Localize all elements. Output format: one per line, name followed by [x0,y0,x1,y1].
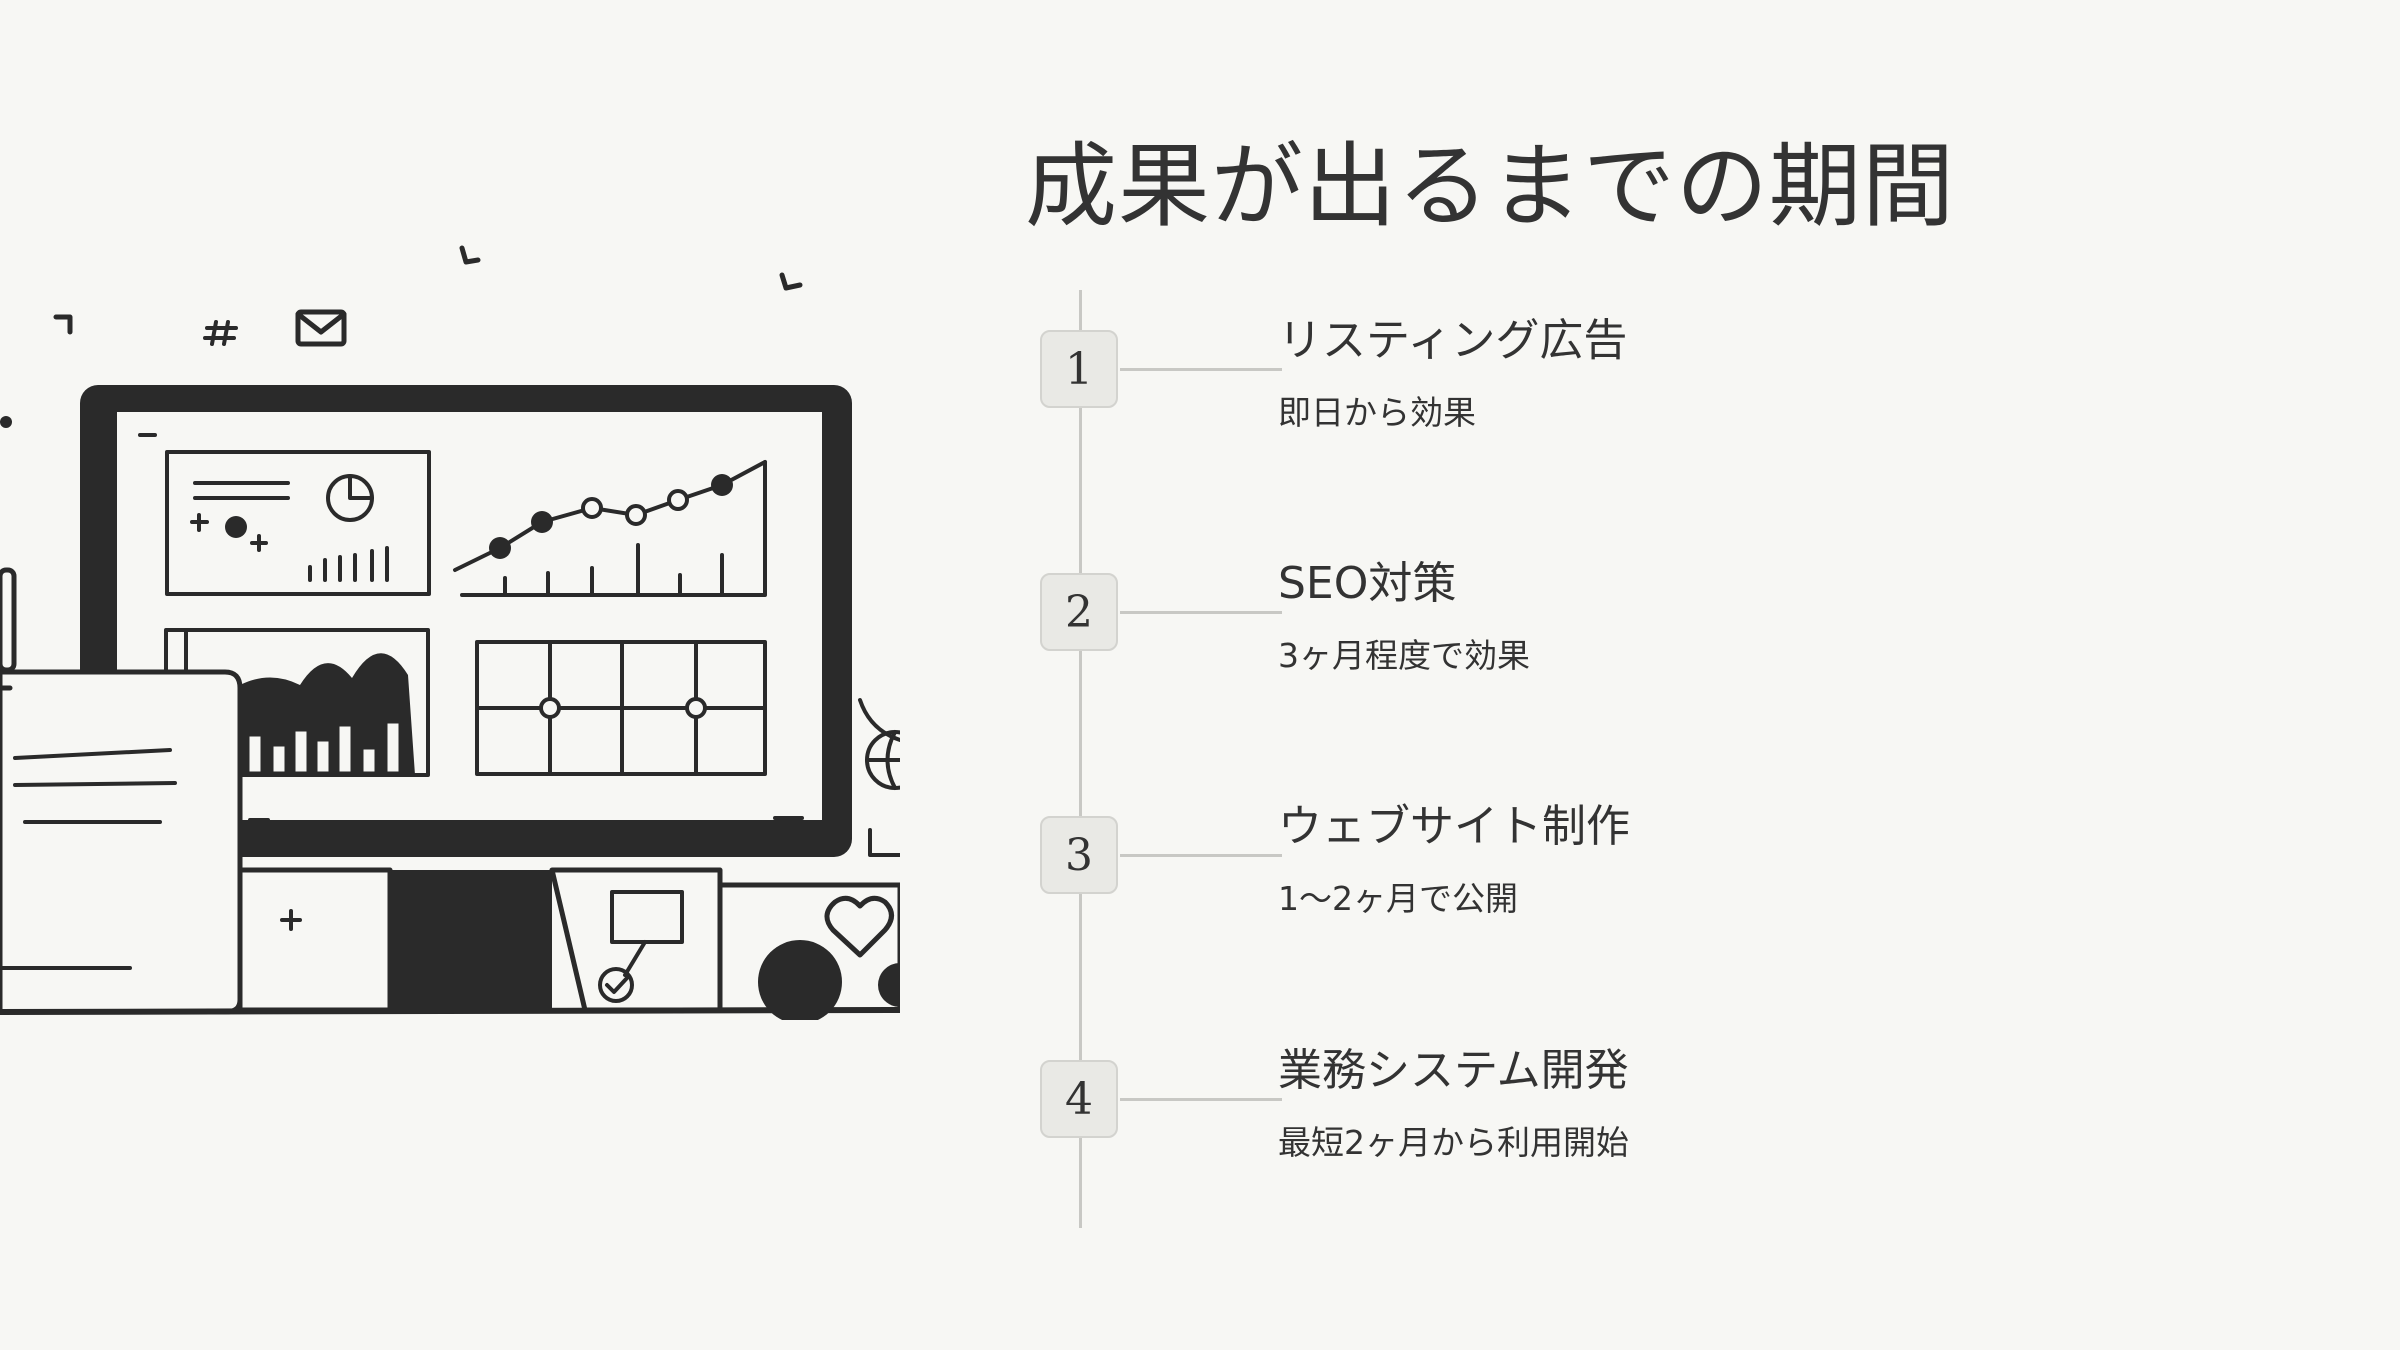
step-description: 即日から効果 [1278,393,1476,432]
mail-icon [295,309,347,347]
step-description: 1〜2ヶ月で公開 [1278,879,1518,918]
step-description: 3ヶ月程度で効果 [1278,636,1530,675]
timeline-step-3: 3 ウェブサイト制作 1〜2ヶ月で公開 [1040,776,2240,976]
step-connector [1120,611,1282,614]
step-number-badge: 4 [1040,1060,1118,1138]
timeline-step-1: 1 リスティング広告 即日から効果 [1040,290,2240,490]
step-title: 業務システム開発 [1278,1045,1629,1096]
pie-chart-icon [326,474,374,522]
step-title: リスティング広告 [1278,315,1628,366]
line-chart-icon [453,460,767,597]
step-number-badge: 2 [1040,573,1118,651]
step-title: ウェブサイト制作 [1278,801,1630,852]
timeline-step-2: 2 SEO対策 3ヶ月程度で効果 [1040,533,2240,733]
step-description: 最短2ヶ月から利用開始 [1278,1123,1629,1162]
step-connector [1120,368,1282,371]
step-connector [1120,854,1282,857]
globe-icon [865,730,900,790]
timeline-step-4: 4 業務システム開発 最短2ヶ月から利用開始 [1040,1020,2240,1220]
dashboard-illustration [0,230,900,1020]
checkmark-icon [598,967,634,1003]
timeline-line [1079,290,1082,1228]
page-title: 成果が出るまでの期間 [1025,133,1956,240]
step-number-badge: 3 [1040,816,1118,894]
step-connector [1120,1098,1282,1101]
heart-icon [824,895,894,958]
step-title: SEO対策 [1278,558,1457,609]
hash-icon [203,320,238,346]
step-number-badge: 1 [1040,330,1118,408]
